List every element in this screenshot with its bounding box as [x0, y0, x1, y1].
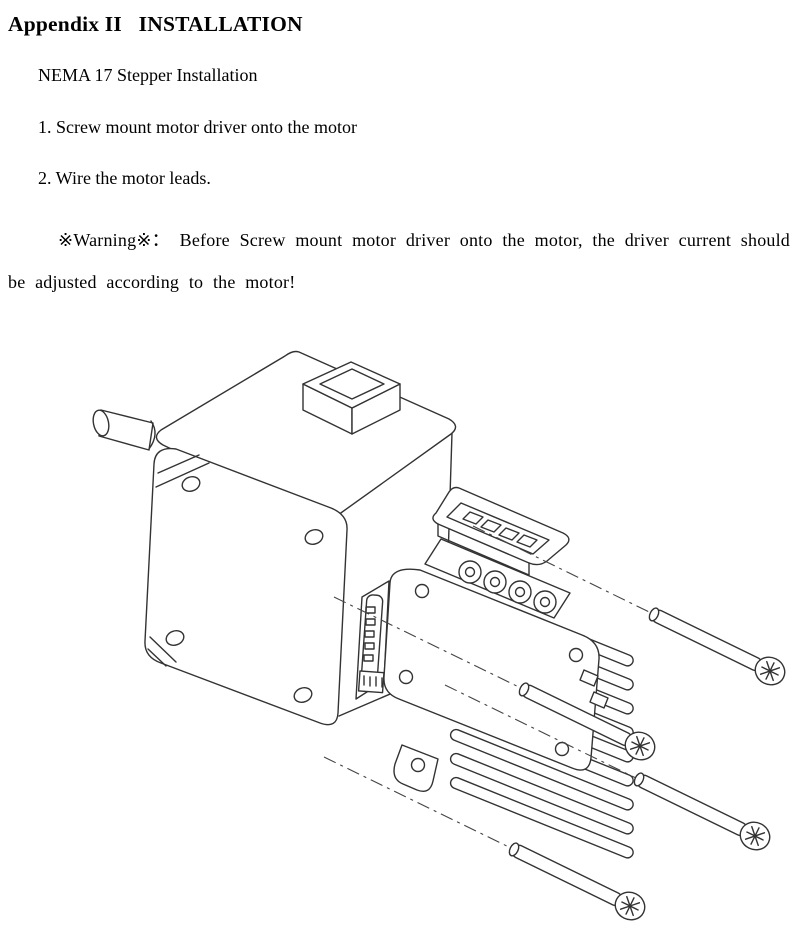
driver-connector-socket	[432, 486, 570, 576]
stepper-motor-drawing	[92, 350, 457, 726]
terminal-strip	[424, 538, 571, 619]
driver-mounting-ear	[393, 744, 439, 793]
terminal-screw	[508, 580, 532, 604]
page-title: Appendix II INSTALLATION	[8, 12, 800, 37]
mounting-screw-4	[508, 842, 646, 921]
heatsink-fin	[449, 752, 634, 835]
socket-pins	[462, 511, 538, 548]
motor-chamfer-lines	[147, 454, 210, 667]
paragraph-warning: ※Warning※： Before Screw mount motor driv…	[8, 229, 790, 292]
motor-mounting-hole	[165, 630, 185, 647]
mounting-screw-3	[633, 772, 771, 851]
flange-holes	[398, 583, 584, 757]
terminal-screw	[458, 560, 482, 584]
alignment-line-1	[472, 525, 771, 672]
terminal-screw	[483, 570, 507, 594]
driver-flange	[383, 568, 600, 771]
motor-driver-drawing	[355, 486, 634, 859]
motor-mounting-hole	[293, 687, 313, 704]
alignment-line-2	[333, 596, 641, 747]
mounting-screw-2	[518, 682, 656, 761]
flange-hole	[568, 647, 584, 663]
motor-mounting-hole	[304, 529, 324, 546]
terminal-screw	[533, 590, 557, 614]
installation-figure	[0, 321, 800, 938]
motor-shaft	[92, 409, 156, 451]
paragraph-step-2: 2. Wire the motor leads.	[38, 168, 211, 188]
paragraph-step-1: 1. Screw mount motor driver onto the mot…	[38, 116, 357, 137]
motor-mounting-holes	[165, 476, 324, 704]
indicator-windows	[579, 669, 609, 709]
motor-mounting-hole	[181, 476, 201, 493]
page-title-text: Appendix II INSTALLATION	[8, 12, 303, 36]
heatsink-fin	[449, 728, 634, 811]
dip-switch	[357, 670, 385, 694]
motor-connector-block	[302, 361, 401, 435]
motor-front-face	[144, 447, 348, 726]
pin-header	[363, 606, 376, 662]
manual-page: Appendix II INSTALLATION NEMA 17 Stepper…	[0, 12, 800, 945]
mounting-screw-1	[648, 607, 786, 686]
alignment-line-4	[323, 756, 631, 907]
driver-side-panel	[355, 580, 390, 700]
installation-diagram	[92, 350, 786, 921]
mounting-screws	[508, 607, 786, 921]
heatsink-fin	[449, 776, 634, 859]
flange-hole	[414, 583, 430, 599]
flange-hole	[398, 669, 414, 685]
paragraph-subtitle: NEMA 17 Stepper Installation	[38, 65, 258, 85]
